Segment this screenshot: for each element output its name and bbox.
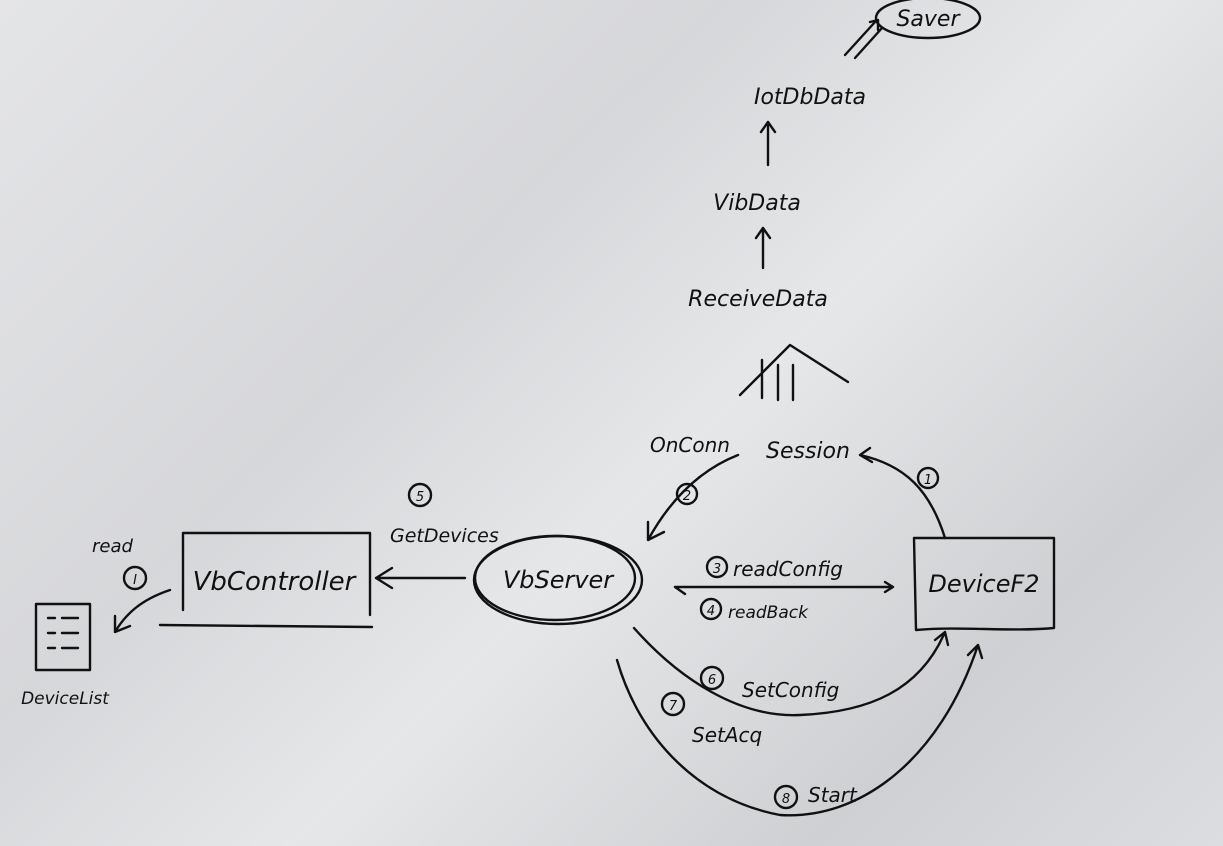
edge-read-number: I bbox=[133, 573, 137, 588]
edge-8-badge bbox=[773, 784, 799, 810]
edge-2-arrow bbox=[646, 453, 740, 542]
vibdata-node: VibData bbox=[713, 191, 801, 216]
edge-5-arrow bbox=[374, 566, 467, 590]
edge-3-4-arrow bbox=[673, 580, 895, 596]
edge-2-number: 2 bbox=[683, 489, 691, 504]
session-node: Session bbox=[766, 439, 850, 464]
edge-7-number: 7 bbox=[669, 699, 678, 714]
edge-4-label: readBack bbox=[728, 603, 809, 623]
saver-node: Saver bbox=[896, 7, 961, 32]
edge-read-label: read bbox=[92, 536, 134, 557]
edge-read-arrow bbox=[113, 588, 172, 634]
arrow-to-receivedata bbox=[738, 343, 850, 402]
saver-node-outline bbox=[874, 0, 982, 40]
edge-7-badge bbox=[660, 691, 686, 717]
edge-5-label: GetDevices bbox=[390, 525, 499, 547]
vbserver-node: VbServer bbox=[503, 566, 615, 594]
receivedata-node: ReceiveData bbox=[688, 287, 828, 312]
device-list-node: DeviceList bbox=[21, 689, 110, 709]
edge-5-number: 5 bbox=[416, 490, 424, 505]
edge-1-badge bbox=[916, 466, 940, 490]
edge-6-label: SetConfig bbox=[742, 678, 839, 702]
arrow-to-vibdata bbox=[754, 226, 772, 270]
vbcontroller-node: VbController bbox=[193, 567, 358, 597]
edge-8-number: 8 bbox=[782, 792, 790, 807]
device-node: DeviceF2 bbox=[928, 570, 1039, 598]
iotdbdata-node: IotDbData bbox=[754, 85, 866, 110]
edge-5-badge bbox=[407, 482, 433, 508]
edge-read-badge bbox=[122, 565, 148, 591]
edge-8-label: Start bbox=[808, 783, 858, 807]
edge-7-label: SetAcq bbox=[692, 723, 762, 747]
edge-6-arrow bbox=[632, 626, 950, 717]
edge-1-number: 1 bbox=[924, 473, 932, 488]
device-list-icon bbox=[34, 602, 92, 672]
vbcontroller-node-outline bbox=[158, 531, 374, 629]
edge-3-label: readConfig bbox=[733, 557, 843, 581]
edge-2-badge bbox=[675, 482, 699, 506]
arrow-to-saver bbox=[843, 18, 884, 60]
edge-3-number: 3 bbox=[713, 562, 721, 577]
device-node-outline bbox=[912, 536, 1056, 632]
edge-6-badge bbox=[699, 665, 725, 691]
edge-4-badge bbox=[699, 597, 723, 621]
vbserver-node-outline-inner bbox=[473, 534, 637, 622]
edge-4-number: 4 bbox=[707, 604, 715, 619]
arrow-to-iotdbdata bbox=[759, 120, 777, 167]
edge-7-8-arrow bbox=[615, 643, 984, 817]
edge-1-arrow bbox=[858, 446, 947, 540]
edge-3-badge bbox=[705, 555, 729, 579]
onconn-label: OnConn bbox=[650, 433, 730, 457]
edge-6-number: 6 bbox=[708, 673, 716, 688]
